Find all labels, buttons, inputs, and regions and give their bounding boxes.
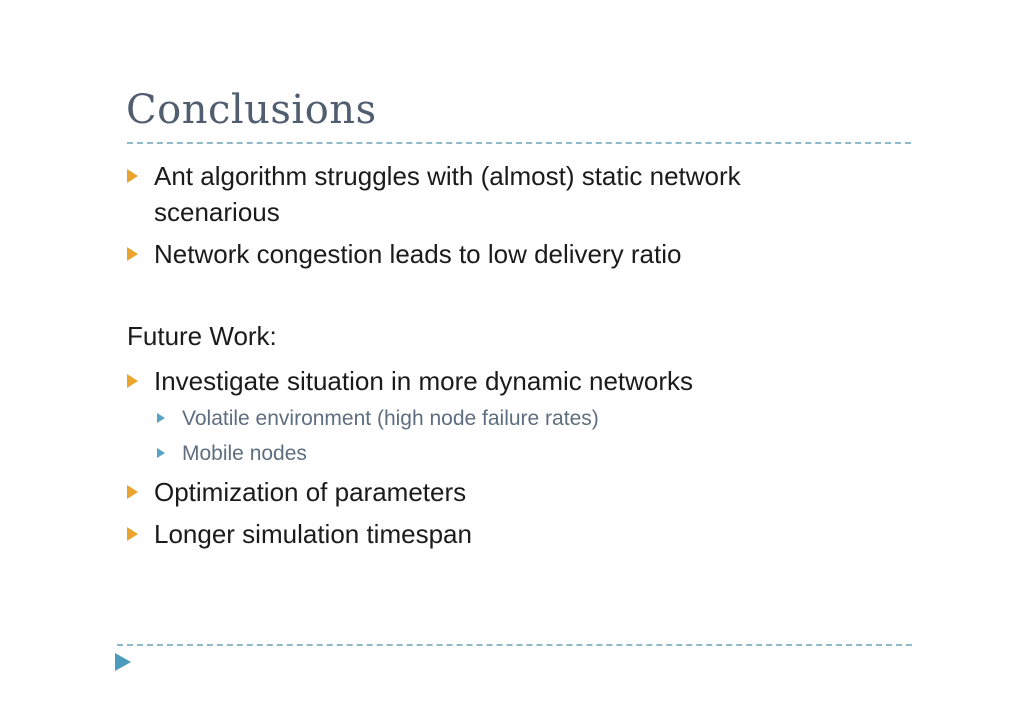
bullet-item: Longer simulation timespan [127, 516, 814, 552]
slide-title: Conclusions [126, 87, 377, 133]
bullet-item: Investigate situation in more dynamic ne… [127, 363, 814, 399]
bullet-item: Optimization of parameters [127, 474, 814, 510]
sub-bullet-item: Mobile nodes [157, 436, 822, 471]
sub-bullet-triangle-icon [157, 448, 165, 458]
footer-arrow-icon [115, 653, 131, 671]
sub-bullet-triangle-icon [157, 413, 165, 423]
bullet-triangle-icon [127, 247, 138, 261]
bullet-text: Ant algorithm struggles with (almost) st… [154, 161, 741, 227]
bullet-text: Network congestion leads to low delivery… [154, 239, 682, 269]
title-dashed-divider [127, 142, 911, 144]
bullet-text: Longer simulation timespan [154, 519, 472, 549]
bullet-text: Optimization of parameters [154, 477, 467, 507]
bullet-triangle-icon [127, 169, 138, 183]
section-label-future-work: Future Work: [127, 321, 277, 351]
bullet-triangle-icon [127, 527, 138, 541]
sub-bullet-text: Mobile nodes [182, 442, 307, 465]
footer-dashed-divider [117, 644, 912, 646]
bullet-triangle-icon [127, 485, 138, 499]
bullet-item: Ant algorithm struggles with (almost) st… [127, 158, 814, 230]
bullet-triangle-icon [127, 374, 138, 388]
bullet-item: Network congestion leads to low delivery… [127, 236, 814, 272]
bullet-text: Investigate situation in more dynamic ne… [154, 366, 694, 396]
sub-bullet-item: Volatile environment (high node failure … [157, 401, 822, 436]
sub-bullet-text: Volatile environment (high node failure … [182, 407, 599, 430]
